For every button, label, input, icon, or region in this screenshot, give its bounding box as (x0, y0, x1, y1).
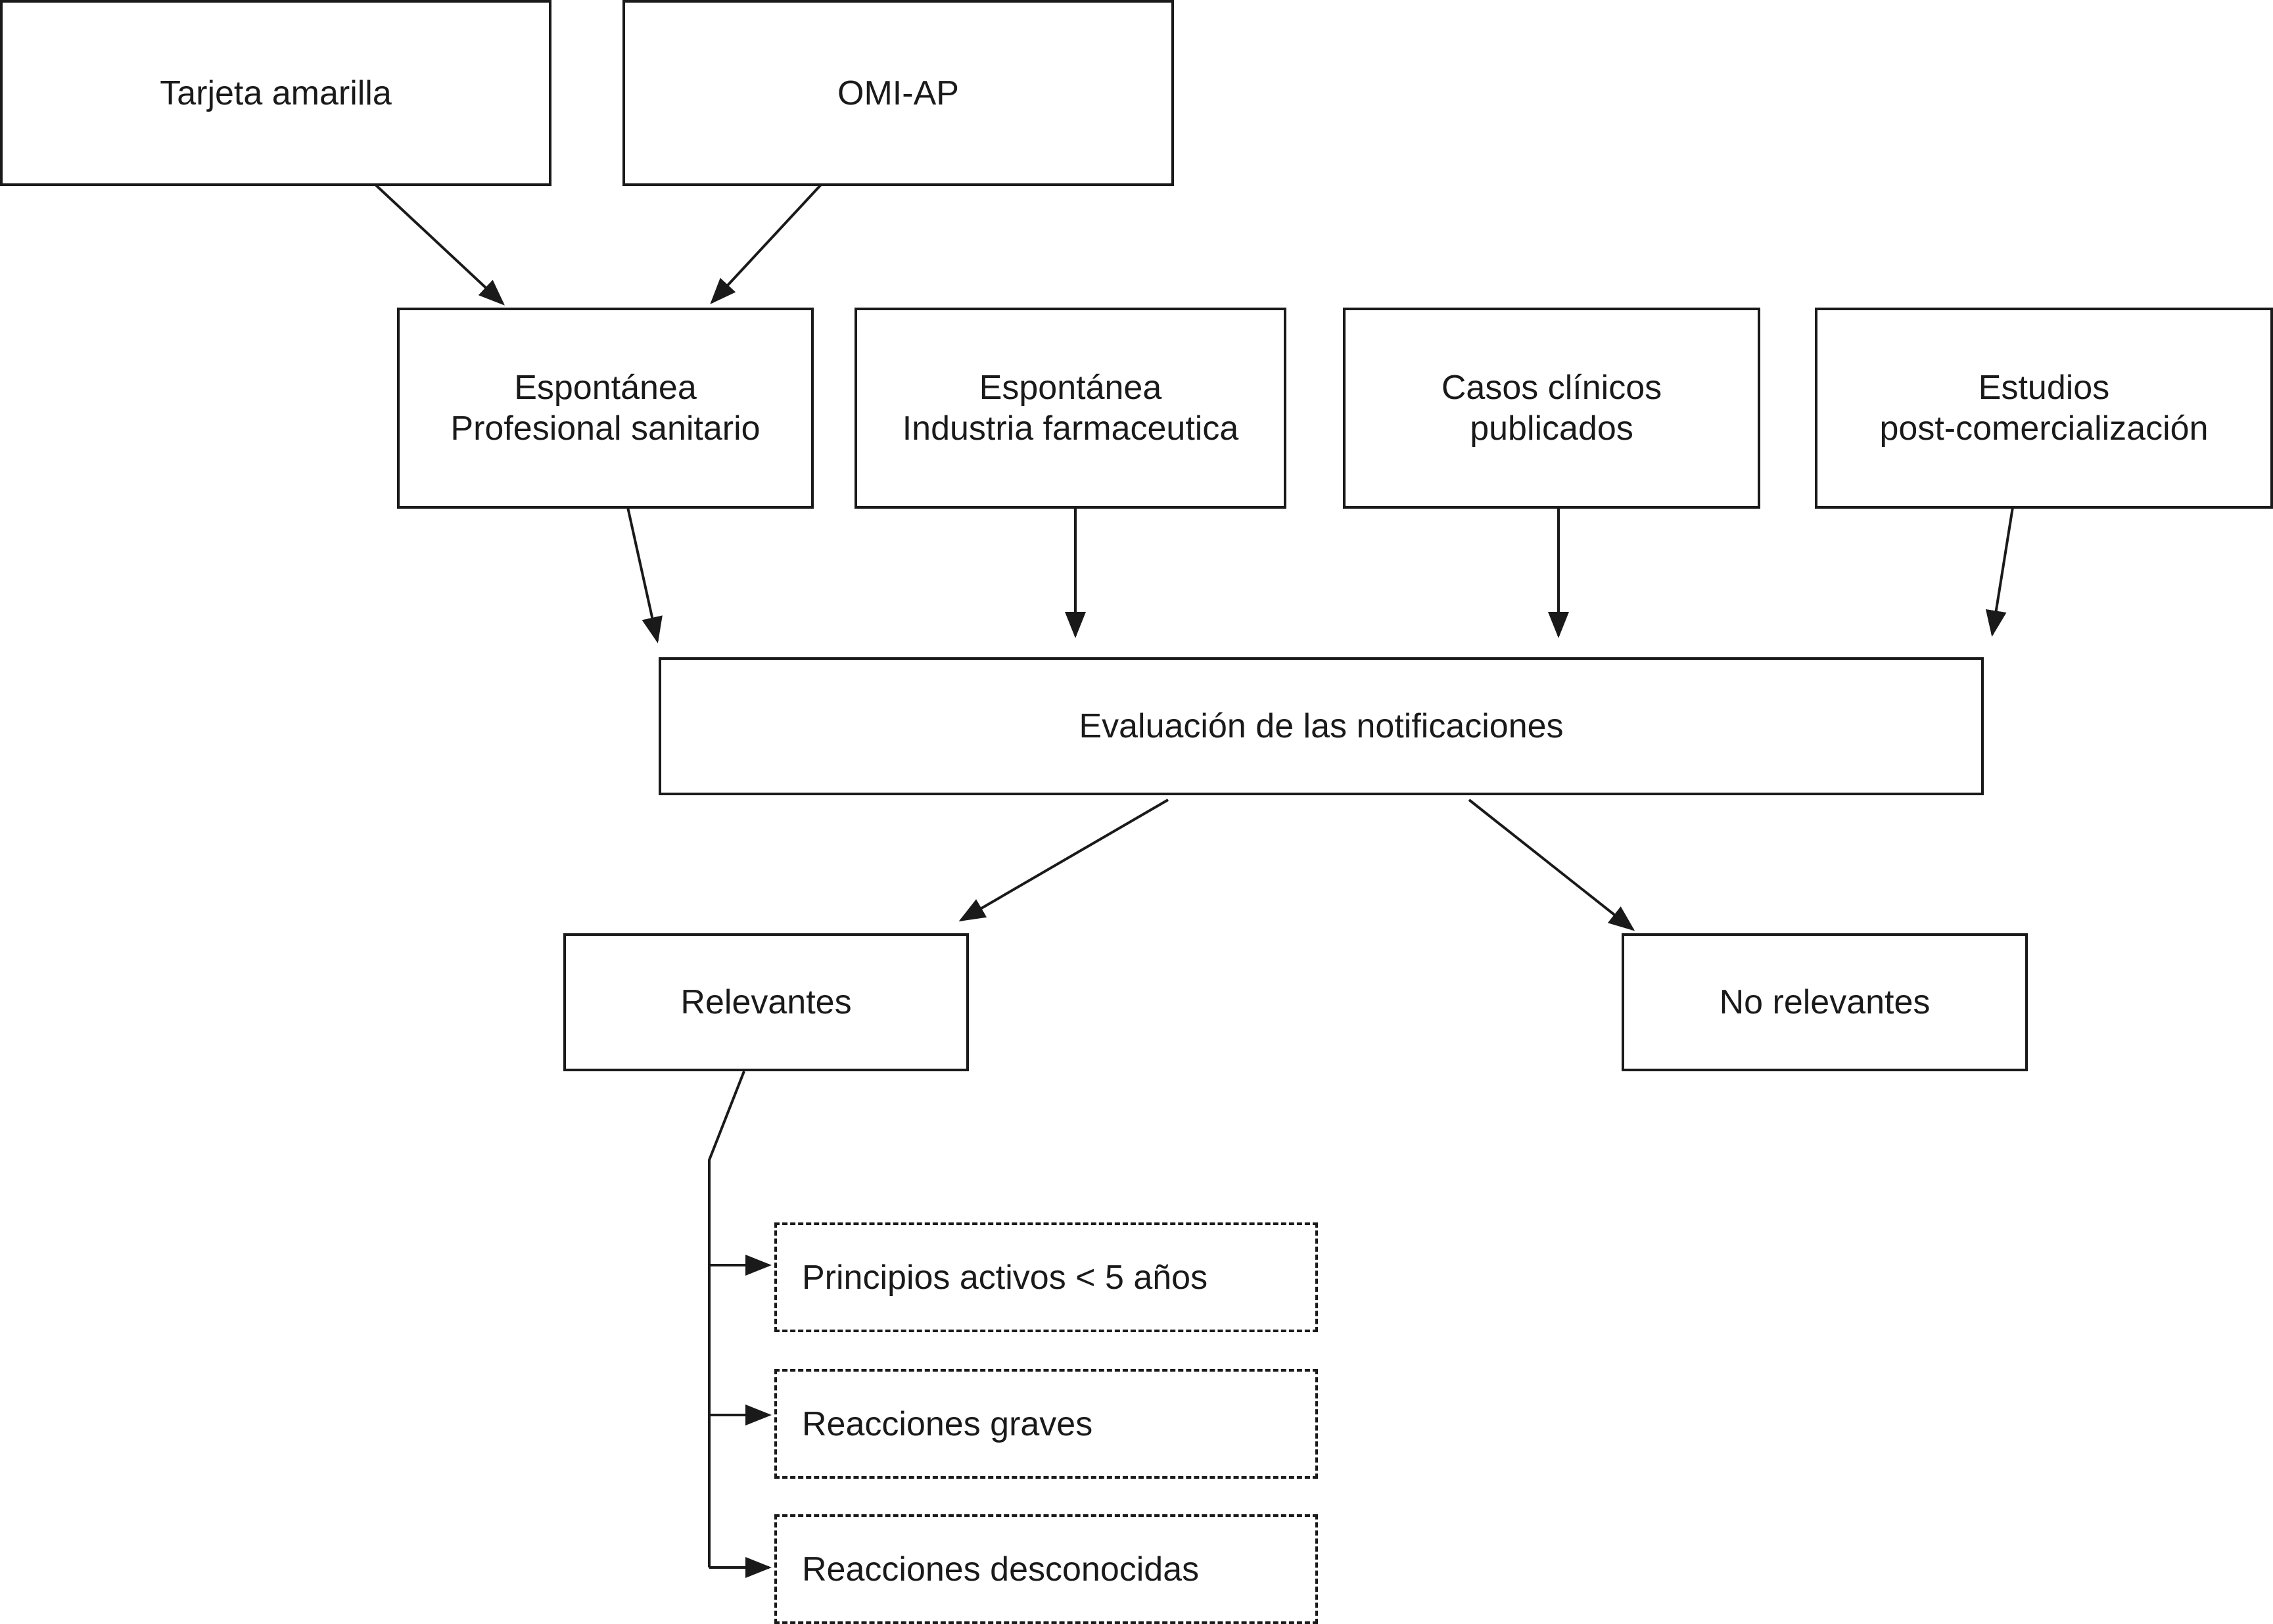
node-omi-ap: OMI-AP (622, 0, 1174, 186)
node-label-line: publicados (1470, 409, 1633, 448)
node-espontanea-industria: Espontánea Industria farmaceutica (855, 308, 1286, 509)
node-estudios: Estudios post-comercialización (1815, 308, 2273, 509)
node-label-line: Evaluación de las notificaciones (1079, 707, 1564, 745)
node-label-line: Principios activos < 5 años (802, 1258, 1208, 1297)
arrow-espontanea-profesional-to-evaluacion (626, 507, 663, 643)
node-label-line: Relevantes (680, 983, 852, 1021)
arrow-estudios-to-evaluacion (1985, 507, 2014, 637)
arrow-tarjeta-to-espontanea-profesional (373, 183, 505, 306)
node-relevantes: Relevantes (563, 933, 969, 1071)
node-label-line: Industria farmaceutica (902, 409, 1239, 448)
node-label-line: Profesional sanitario (450, 409, 761, 448)
node-reacciones-desconocidas: Reacciones desconocidas (774, 1514, 1318, 1624)
node-reacciones-graves: Reacciones graves (774, 1369, 1318, 1479)
node-label-line: Espontánea (979, 369, 1162, 407)
arrow-omi-to-espontanea-profesional (710, 183, 823, 304)
arrow-evaluacion-to-relevantes (958, 799, 1169, 922)
node-espontanea-profesional: Espontánea Profesional sanitario (397, 308, 814, 509)
node-label-line: Tarjeta amarilla (160, 74, 392, 112)
node-casos-clinicos: Casos clínicos publicados (1343, 308, 1760, 509)
node-label-line: Espontánea (514, 369, 697, 407)
node-label-line: Reacciones desconocidas (802, 1550, 1200, 1589)
node-label-line: post-comercialización (1879, 409, 2209, 448)
node-label-line: OMI-AP (837, 74, 959, 112)
node-principios-activos: Principios activos < 5 años (774, 1222, 1318, 1332)
node-no-relevantes: No relevantes (1622, 933, 2028, 1071)
node-tarjeta-amarilla: Tarjeta amarilla (0, 0, 551, 186)
arrow-evaluacion-to-no-relevantes (1468, 799, 1635, 931)
node-evaluacion: Evaluación de las notificaciones (659, 657, 1984, 795)
branch-line-relevantes (708, 1071, 745, 1567)
node-label-line: Reacciones graves (802, 1404, 1093, 1443)
node-label-line: Casos clínicos (1441, 369, 1662, 407)
node-label-line: No relevantes (1719, 983, 1931, 1021)
node-label-line: Estudios (1978, 369, 2110, 407)
